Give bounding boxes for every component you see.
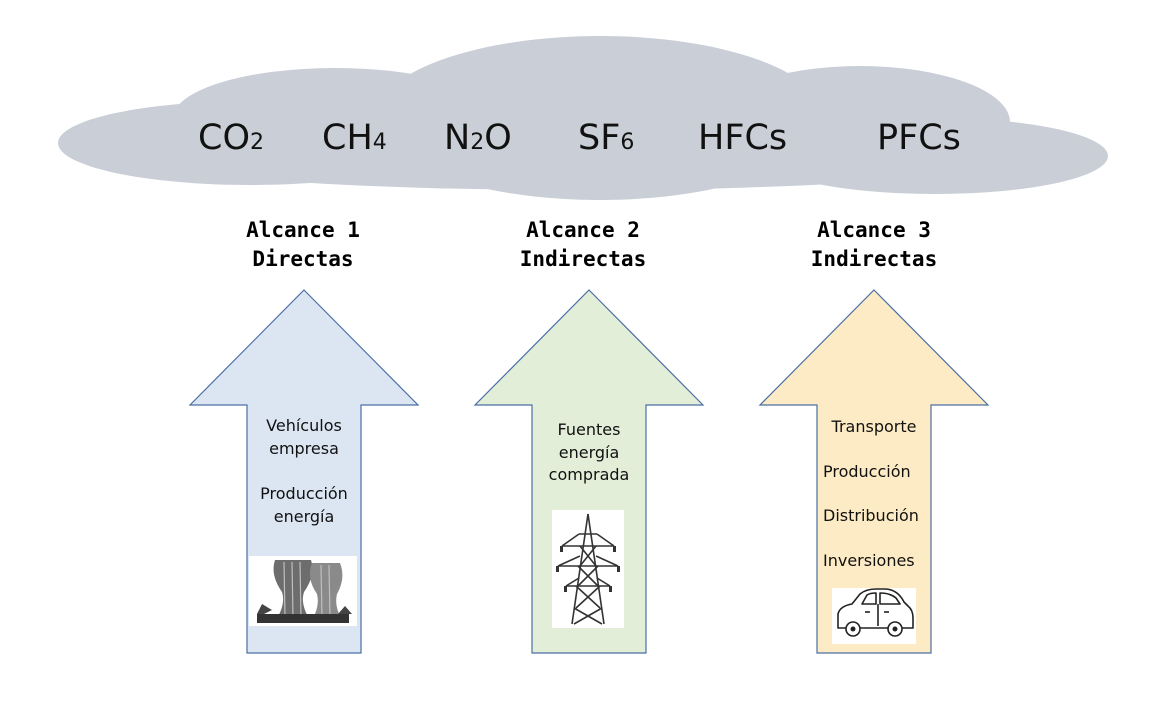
gas-subscript: 4 [372,130,387,155]
gas-formula: CH [322,118,373,158]
scope-title: Alcance 3 [817,218,931,242]
gas-label-n2o: N2O [444,116,512,160]
gas-formula: SF [578,118,621,158]
scope-3-item: Transporte [831,417,917,436]
scope-2-item: comprada [548,465,630,484]
scope-1-heading: Alcance 1 Directas [183,216,423,274]
scope-subtitle: Directas [252,247,354,271]
scope-3-arrow [758,289,990,654]
gas-formula: PFCs [877,118,961,158]
scope-2-item: energía [558,443,620,462]
cooling-towers-icon [249,556,357,626]
scope-title: Alcance 1 [246,218,360,242]
cloud-lobe [150,126,1010,190]
scope-2-item: Fuentes [557,420,621,439]
scope-3-item: Inversiones [823,551,915,570]
scope-subtitle: Indirectas [519,247,647,271]
gas-formula: CO [198,118,250,158]
scope-1-arrow [188,289,420,654]
gas-formula: HFCs [698,118,788,158]
scope-3-heading: Alcance 3 Indirectas [754,216,994,274]
gas-label-sf6: SF6 [578,116,634,160]
scope-3-item: Producción [823,462,911,481]
scope-3-item: Distribución [823,506,919,525]
gas-formula-tail: O [484,118,512,158]
gas-label-ch4: CH4 [322,116,387,160]
gas-label-pfcs: PFCs [877,116,961,160]
scope-1-item: Producción [260,484,348,503]
scope-1-item: empresa [269,439,339,458]
gas-label-hfcs: HFCs [698,116,787,160]
scope-2-heading: Alcance 2 Indirectas [463,216,703,274]
gas-cloud [58,36,1108,200]
car-icon [832,588,916,644]
gas-subscript: 6 [620,130,635,155]
gas-subscript: 2 [470,130,485,155]
gas-formula: N [444,118,471,158]
scope-1-item: Vehículos [266,416,342,435]
power-pylon-icon [552,510,624,628]
gas-label-co2: CO2 [198,116,264,160]
scope-2-arrow [473,289,705,654]
scope-1-item: energía [273,507,335,526]
gas-subscript: 2 [250,130,264,155]
scope-subtitle: Indirectas [810,247,938,271]
scope-title: Alcance 2 [526,218,640,242]
